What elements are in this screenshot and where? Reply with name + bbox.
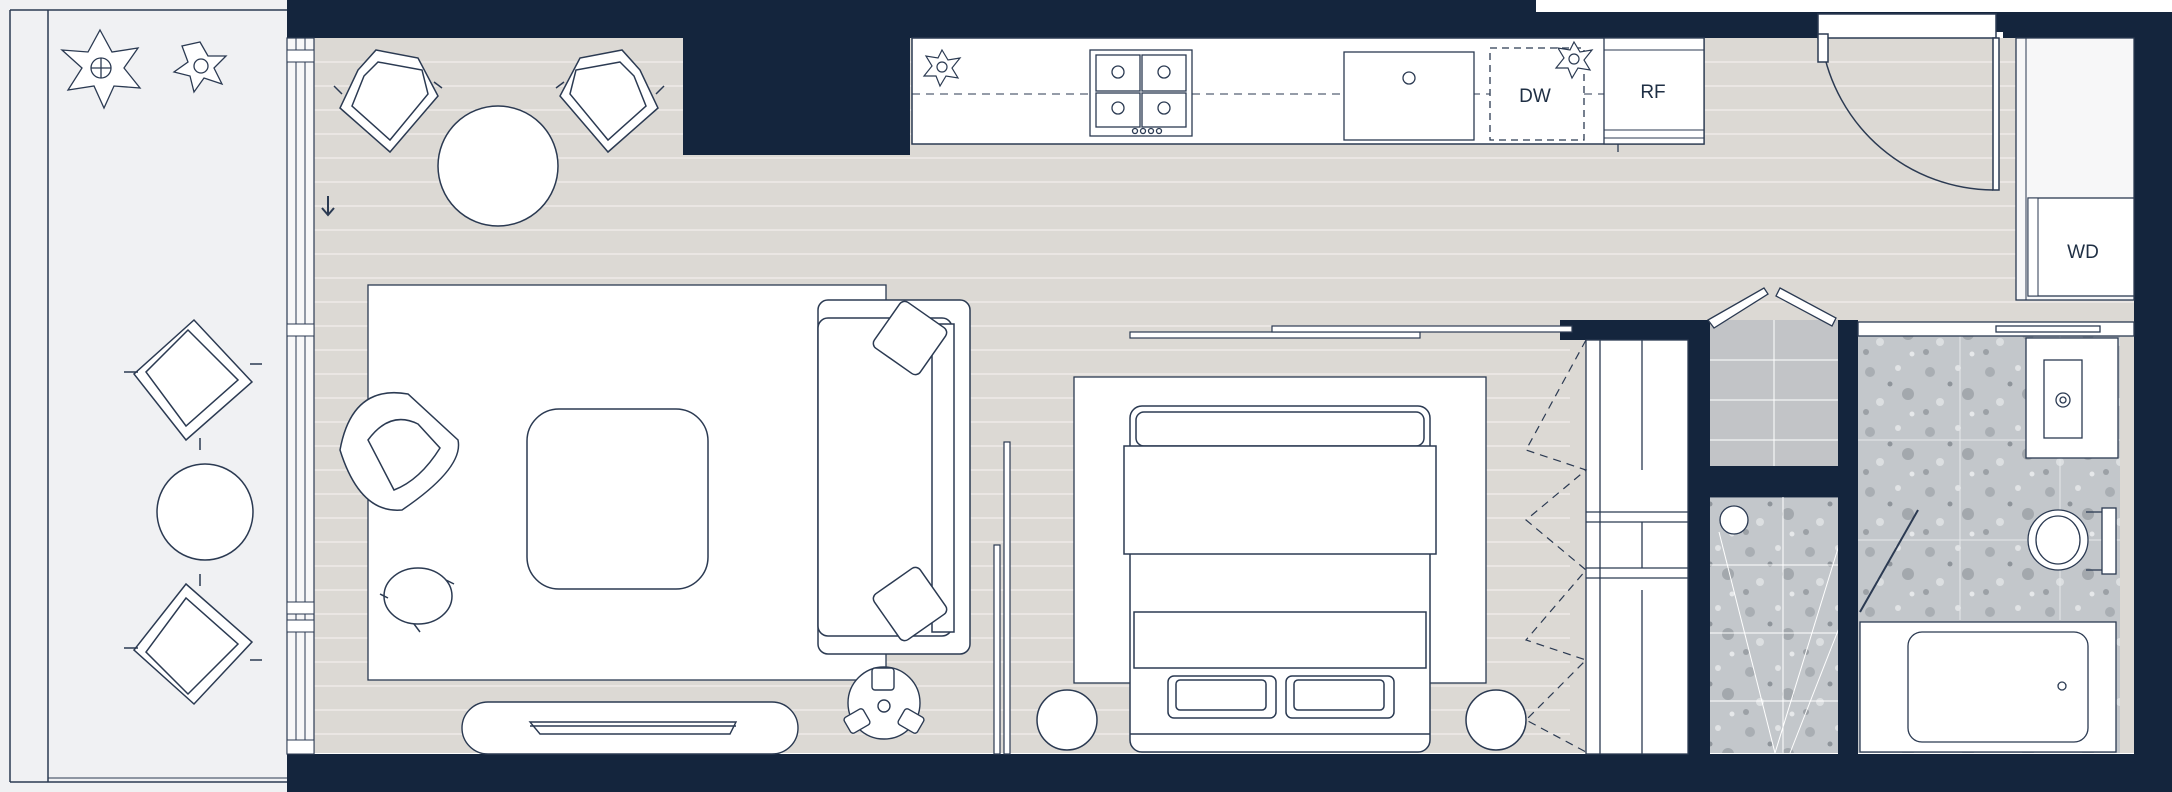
- refrigerator: RF: [1603, 37, 1705, 152]
- balcony: [0, 0, 290, 792]
- sliding-partition: [993, 325, 1573, 755]
- window-wall: [286, 37, 315, 755]
- walls: [287, 0, 2172, 792]
- dining-chair-right: [555, 49, 665, 154]
- toilet: [2027, 507, 2117, 575]
- entry-closet-floor: [1710, 320, 1838, 466]
- sofa: [817, 299, 971, 655]
- dining-chair-left: [333, 49, 443, 154]
- balcony-table: [156, 463, 254, 561]
- armchair: [339, 392, 460, 511]
- entry-door: [1817, 33, 2000, 191]
- nightstand-right: [1465, 689, 1527, 751]
- kitchen-sink: [1343, 51, 1475, 141]
- dining-table: [437, 105, 559, 227]
- floor-lamp: [843, 666, 925, 740]
- balcony-chair-bottom: [124, 574, 262, 706]
- dishwasher: DW: [1489, 40, 1594, 141]
- vanity: [2025, 337, 2119, 459]
- bed: [1123, 405, 1437, 753]
- shower-floor: [1710, 496, 1856, 754]
- front-door-header: [1817, 13, 1997, 39]
- bath-glass-door: [1859, 509, 1919, 613]
- bathroom-door: [1857, 321, 2135, 337]
- side-stool: [379, 567, 455, 633]
- washer-dryer: WD: [2015, 37, 2135, 301]
- balcony-plant-small: [172, 41, 228, 94]
- kitchen-plant: [922, 48, 962, 88]
- wardrobe: [1585, 339, 1689, 755]
- nightstand-left: [1036, 689, 1098, 751]
- wardrobe-door-swing: [1524, 339, 1588, 753]
- bathtub: [1859, 621, 2117, 753]
- refrigerator-label: RF: [1640, 82, 1665, 103]
- tv-console: [461, 701, 799, 755]
- balcony-chair-top: [124, 318, 262, 450]
- dishwasher-label: DW: [1519, 86, 1551, 107]
- coffee-table: [526, 408, 709, 590]
- balcony-plant-large: [60, 28, 142, 110]
- shower-drain: [1719, 505, 1749, 535]
- closet-bifold-doors: [1707, 287, 1837, 329]
- arrow-down-icon: [321, 196, 335, 217]
- cooktop: [1089, 49, 1193, 137]
- washer-dryer-label: WD: [2067, 242, 2099, 263]
